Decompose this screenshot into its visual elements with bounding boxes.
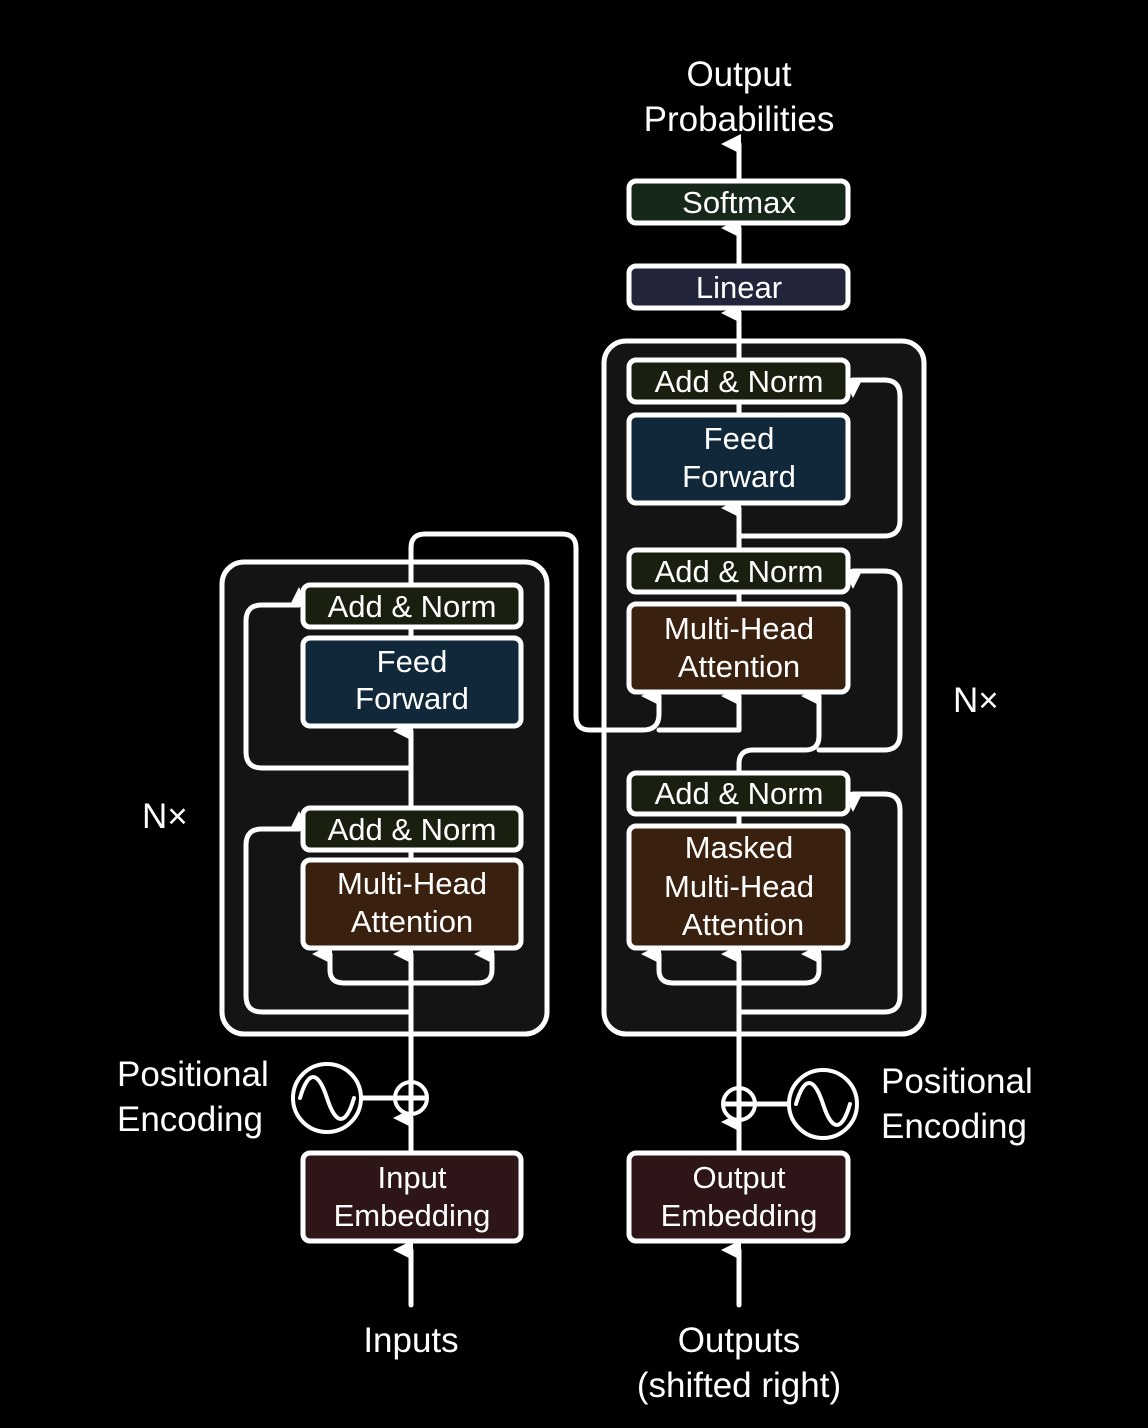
softmax-block: Softmax: [626, 178, 851, 226]
encoder-add-norm-bottom-block: Add & Norm: [300, 805, 524, 853]
output-embedding-label-line-2: Embedding: [661, 1198, 818, 1233]
encoder-feed-forward-label-line-1: Feed: [377, 644, 448, 679]
decoder-attention-label-line-1: Multi-Head: [664, 611, 814, 646]
encoder-add-norm-top-block: Add & Norm: [300, 582, 524, 630]
decoder-multi-head-attention-block: Multi-Head Attention: [626, 601, 851, 695]
decoder-add-norm-bottom-label: Add & Norm: [655, 776, 824, 811]
encoder-feed-forward-block: Feed Forward: [300, 635, 524, 729]
encoder-output-to-decoder: [408, 531, 662, 733]
decoder-add-norm-mid-block: Add & Norm: [626, 547, 851, 595]
encoder-feed-forward-label-line-2: Forward: [355, 681, 469, 716]
decoder-feed-forward-label-line-1: Feed: [704, 421, 775, 456]
decoder-repeat-label: N×: [953, 681, 999, 720]
decoder-feed-forward-block: Feed Forward: [626, 412, 851, 506]
decoder-norm-to-cross-query: [736, 686, 822, 776]
encoder-sine-wave-icon: [298, 1075, 356, 1121]
encoder-attention-label-line-2: Attention: [351, 904, 473, 939]
decoder-residual-3: [736, 377, 903, 539]
decoder-add-norm-top-label: Add & Norm: [655, 364, 824, 399]
output-probabilities-label-line-1: Output: [686, 55, 791, 94]
decoder-feed-forward-label-line-2: Forward: [682, 459, 796, 494]
outputs-label-line-2: (shifted right): [637, 1366, 841, 1405]
input-embedding-label-line-2: Embedding: [334, 1198, 491, 1233]
encoder-positional-encoding-label-line-1: Positional: [117, 1055, 269, 1094]
decoder-add-norm-bottom-block: Add & Norm: [626, 770, 851, 817]
encoder-sum-icon: [393, 1080, 429, 1116]
input-embedding-label-line-1: Input: [378, 1160, 447, 1195]
decoder-masked-attention-block: Masked Multi-Head Attention: [626, 823, 851, 951]
input-embedding-block: Input Embedding: [300, 1150, 524, 1244]
decoder-positional-encoding-icon: [787, 1068, 859, 1140]
encoder-add-norm-bottom-label: Add & Norm: [328, 812, 497, 847]
encoder-multi-head-attention-block: Multi-Head Attention: [300, 857, 524, 951]
encoder-residual-1: [243, 811, 414, 1015]
encoder-attention-label-line-1: Multi-Head: [337, 866, 487, 901]
decoder-attention-label-line-2: Attention: [678, 649, 800, 684]
decoder-masked-query-key-split: [641, 944, 822, 986]
decoder-positional-encoding-label-line-1: Positional: [881, 1062, 1033, 1101]
decoder-residual-2: [816, 568, 903, 753]
linear-block: Linear: [626, 263, 851, 311]
decoder-masked-attention-label-line-2: Multi-Head: [664, 869, 814, 904]
output-embedding-label-line-1: Output: [692, 1160, 785, 1195]
encoder-repeat-label: N×: [142, 797, 188, 836]
decoder-sine-wave-icon: [794, 1081, 852, 1127]
output-embedding-block: Output Embedding: [626, 1150, 851, 1244]
encoder-stack: [219, 559, 550, 1037]
encoder-add-norm-top-label: Add & Norm: [328, 589, 497, 624]
encoder-positional-encoding-icon: [291, 1062, 363, 1134]
encoder-residual-2: [243, 587, 414, 771]
decoder-sum-icon: [721, 1086, 757, 1122]
outputs-label-line-1: Outputs: [678, 1321, 801, 1360]
decoder-masked-attention-label-line-1: Masked: [685, 830, 794, 865]
linear-label: Linear: [696, 270, 782, 305]
softmax-label: Softmax: [682, 185, 796, 220]
encoder-positional-encoding-label-line-2: Encoding: [117, 1100, 263, 1139]
decoder-residual-1: [736, 791, 903, 1015]
decoder-positional-encoding-label-line-2: Encoding: [881, 1107, 1027, 1146]
encoder-attention-query-key-split: [312, 944, 495, 986]
output-probabilities-label-line-2: Probabilities: [644, 100, 835, 139]
decoder-masked-attention-label-line-3: Attention: [682, 907, 804, 942]
inputs-label: Inputs: [363, 1321, 458, 1360]
decoder-add-norm-top-block: Add & Norm: [626, 357, 851, 405]
decoder-add-norm-mid-label: Add & Norm: [655, 554, 824, 589]
